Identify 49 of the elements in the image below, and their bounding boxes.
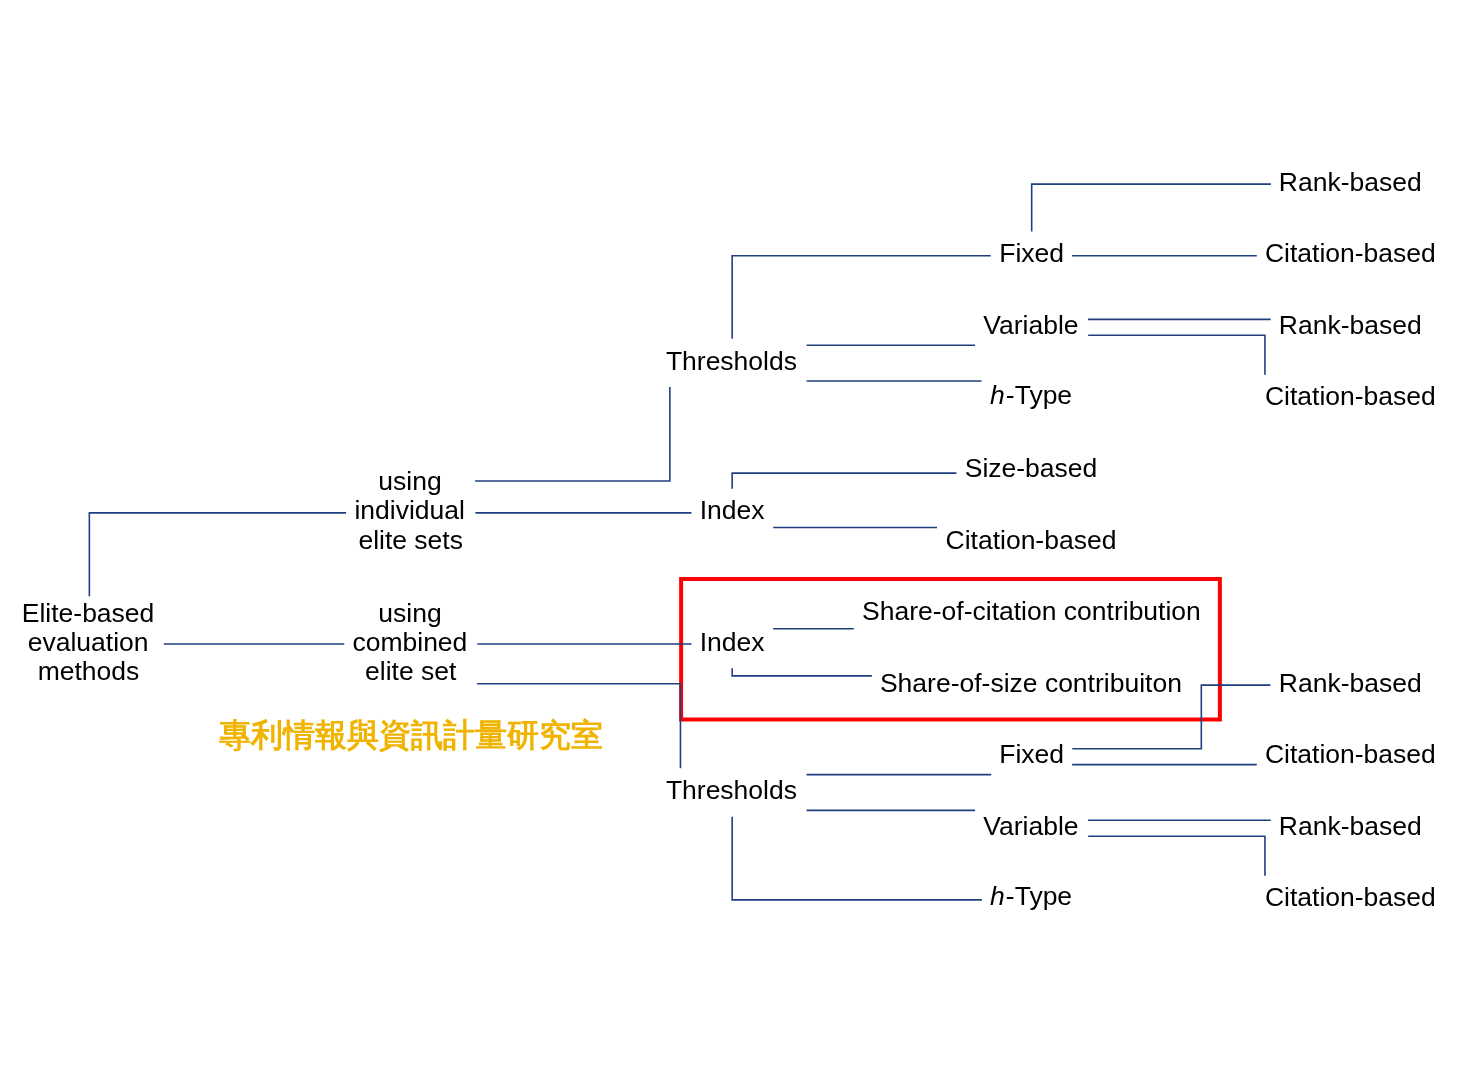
node-text: Citation-based bbox=[1264, 238, 1436, 269]
connector bbox=[474, 386, 671, 482]
node-text: Fixed bbox=[999, 739, 1065, 770]
node-text: Citation-based bbox=[1264, 739, 1436, 770]
cluster bbox=[679, 577, 1222, 722]
connector bbox=[805, 380, 983, 382]
node-text: using individual elite sets bbox=[354, 466, 465, 555]
connector bbox=[1087, 819, 1272, 822]
connector bbox=[476, 643, 693, 645]
node-text: Variable bbox=[983, 309, 1079, 340]
connector bbox=[163, 643, 346, 645]
node-text: Thresholds bbox=[665, 345, 797, 376]
connector bbox=[476, 683, 682, 770]
connector bbox=[772, 526, 938, 529]
connector bbox=[1071, 254, 1258, 257]
node-text: Fixed bbox=[999, 238, 1065, 269]
node-text: Index bbox=[699, 626, 765, 657]
node-text: Citation-based bbox=[1264, 381, 1436, 412]
node-text: h-Type bbox=[989, 380, 1073, 411]
connector bbox=[772, 628, 855, 630]
connector bbox=[805, 809, 976, 812]
node-text: Elite-based evaluation methods bbox=[21, 597, 155, 686]
connector bbox=[1071, 684, 1272, 750]
node-text: Thresholds bbox=[665, 775, 797, 806]
connector bbox=[474, 512, 693, 514]
node-text: Rank-based bbox=[1278, 667, 1422, 698]
node-text: Citation-based bbox=[1264, 882, 1436, 913]
node-text: Rank-based bbox=[1278, 309, 1422, 340]
node-text: Citation-based bbox=[945, 524, 1117, 555]
node-text: using combined elite set bbox=[352, 597, 468, 686]
connector bbox=[805, 773, 993, 776]
node-text: Share-of-size contribuiton bbox=[879, 667, 1182, 698]
node-text: Size-based bbox=[964, 453, 1098, 484]
connector bbox=[731, 254, 992, 340]
connector bbox=[1087, 334, 1266, 376]
node-text: Share-of-citation contribution bbox=[862, 596, 1201, 627]
node-text: h-Type bbox=[989, 881, 1073, 912]
connector bbox=[1071, 763, 1258, 766]
connector bbox=[1087, 835, 1266, 877]
node-text: Index bbox=[699, 495, 765, 526]
connector bbox=[1087, 318, 1272, 321]
node-text: Rank-based bbox=[1278, 166, 1422, 197]
node-text: Variable bbox=[983, 810, 1079, 841]
node-text: Rank-based bbox=[1278, 810, 1422, 841]
connector bbox=[1030, 183, 1272, 233]
connector bbox=[88, 512, 347, 598]
connector bbox=[805, 344, 976, 346]
connector bbox=[731, 816, 983, 901]
label: 專利情報與資訊計量研究室 bbox=[219, 717, 604, 754]
